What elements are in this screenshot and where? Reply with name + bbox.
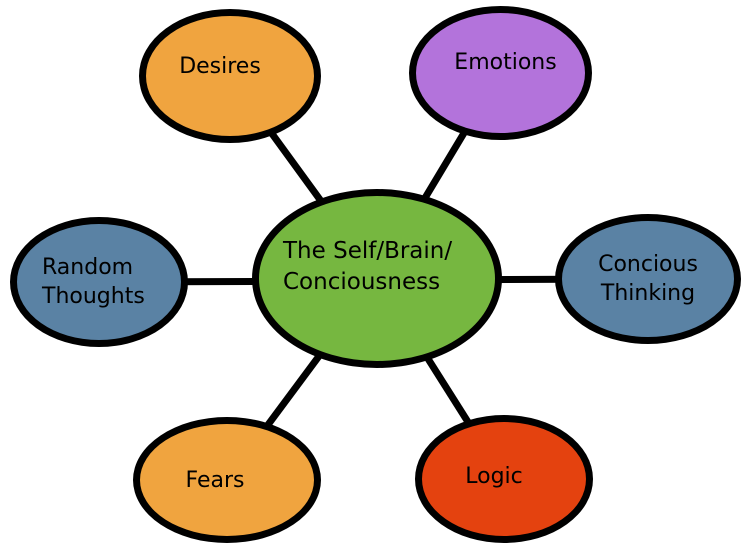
node-desires: Desires [139, 9, 321, 143]
node-center-self-label-line2: Conciousness [283, 268, 441, 295]
node-concious-thinking: Concious Thinking [555, 214, 741, 344]
node-random-thoughts: Random Thoughts [10, 217, 188, 347]
node-random-thoughts-label-line1: Random [42, 254, 134, 280]
node-center-self-label-line1: The Self/Brain/ [283, 238, 453, 265]
node-logic: Logic [415, 415, 593, 543]
node-emotions: Emotions [409, 6, 592, 140]
node-concious-thinking-label-line2: Thinking [600, 281, 696, 306]
node-random-thoughts-label-line2: Thoughts [42, 284, 145, 309]
node-logic-label: Logic [465, 464, 523, 490]
node-desires-label: Desires [179, 54, 261, 80]
node-center-self-label: The Self/Brain/ Conciousness [259, 236, 452, 297]
node-concious-thinking-label-line1: Concious [598, 251, 698, 277]
node-concious-thinking-label: Concious Thinking [598, 250, 698, 308]
node-random-thoughts-label: Random Thoughts [17, 253, 145, 311]
node-fears: Fears [133, 417, 321, 543]
node-center-self: The Self/Brain/ Conciousness [252, 189, 502, 368]
node-emotions-label: Emotions [454, 50, 557, 76]
node-fears-label: Fears [185, 468, 245, 494]
